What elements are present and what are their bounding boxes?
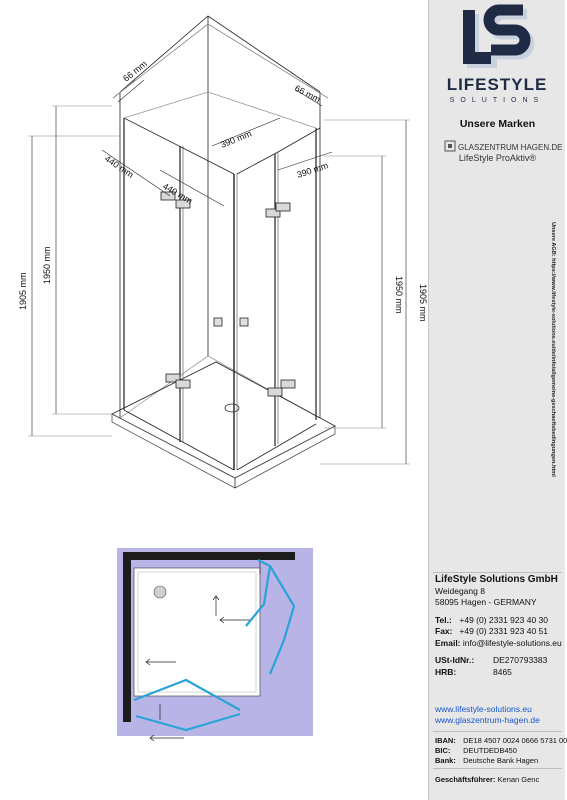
plan-door-swing-left bbox=[133, 678, 241, 711]
drain bbox=[224, 403, 240, 413]
email-label: Email: bbox=[435, 637, 461, 648]
shower-technical-drawing: 66 mm 66 mm 440 mm 440 mm 390 mm 390 mm … bbox=[18, 15, 428, 742]
bank-value: Deutsche Bank Hagen bbox=[463, 756, 539, 765]
link-glaszentrum-hagen[interactable]: www.glaszentrum-hagen.de bbox=[435, 715, 540, 725]
email-value[interactable]: info@lifestyle-solutions.eu bbox=[462, 637, 562, 648]
ceo-label: Geschäftsführer: bbox=[435, 775, 496, 784]
divider bbox=[433, 768, 562, 769]
logo-text: LIFESTYLE bbox=[447, 75, 548, 94]
logo-subtext: SOLUTIONS bbox=[450, 97, 544, 104]
dim-height-left-inner: 1950 mm bbox=[42, 246, 52, 284]
plan-wall-left bbox=[123, 552, 131, 722]
agb-vertical-text: Unsere AGB: https://www.lifestyle-soluti… bbox=[550, 222, 556, 477]
dim-right-door-top: 390 mm bbox=[219, 128, 253, 149]
bank-label: Bank: bbox=[435, 756, 456, 765]
hinge bbox=[160, 191, 176, 201]
dim-top-right-depth: 66 mm bbox=[293, 83, 322, 105]
link-lifestyle-solutions[interactable]: www.lifestyle-solutions.eu bbox=[435, 704, 532, 714]
lifestyle-logo: LIFESTYLE SOLUTIONS bbox=[429, 4, 566, 108]
web-links: www.lifestyle-solutions.eu www.glaszentr… bbox=[435, 704, 540, 726]
company-street: Weidegang 8 bbox=[435, 585, 485, 596]
company-sidebar: LIFESTYLE SOLUTIONS Unsere Marken GLASZE… bbox=[428, 0, 567, 800]
plan-tray bbox=[133, 567, 261, 697]
ceo-value: Kenan Genc bbox=[497, 775, 540, 784]
plan-drain bbox=[153, 585, 167, 599]
fax-label: Fax: bbox=[435, 626, 453, 636]
plan-view bbox=[117, 548, 313, 742]
managing-director: Geschäftsführer: Kenan Genc bbox=[435, 775, 539, 784]
company-name: LifeStyle Solutions GmbH bbox=[435, 574, 558, 585]
iban-value: DE18 4507 0024 0666 5731 00 bbox=[463, 736, 567, 745]
dim-right-door-side: 390 mm bbox=[296, 160, 330, 180]
brand-glaszentrum[interactable]: GLASZENTRUM HAGEN.DE bbox=[443, 137, 562, 155]
bic-value: DEUTDEDB450 bbox=[463, 746, 517, 755]
divider bbox=[433, 572, 562, 573]
bic-label: BIC: bbox=[435, 746, 451, 755]
brand-glaszentrum-text: GLASZENTRUM HAGEN.DE bbox=[458, 143, 562, 152]
company-city: 58095 Hagen - GERMANY bbox=[435, 597, 537, 607]
dim-height-right-inner: 1950 mm bbox=[394, 276, 404, 314]
dim-left-door-outer: 440 mm bbox=[103, 153, 136, 179]
brand-proaktiv[interactable]: LifeStyle ProAktiv® bbox=[458, 153, 537, 163]
tel-value[interactable]: +49 (0) 2331 923 40 30 bbox=[459, 614, 548, 625]
dim-height-right-outer: 1905 mm bbox=[418, 284, 428, 322]
dim-height-left-outer: 1905 mm bbox=[18, 272, 28, 310]
fax-value: +49 (0) 2331 923 40 51 bbox=[459, 626, 548, 636]
tel-label: Tel.: bbox=[435, 614, 452, 625]
bank-details: IBAN: DE18 4507 0024 0666 5731 00 BIC: D… bbox=[435, 736, 567, 766]
ust-label: USt-IdNr.: bbox=[435, 655, 475, 665]
hrb-label: HRB: bbox=[435, 666, 457, 677]
wall-outline bbox=[119, 15, 321, 93]
dim-top-left-depth: 66 mm bbox=[121, 59, 149, 84]
brands-heading: Unsere Marken bbox=[459, 118, 536, 130]
ust-value: DE270793383 bbox=[493, 655, 548, 665]
plan-wall-top bbox=[123, 552, 295, 560]
door-handle bbox=[213, 317, 223, 327]
agb-link[interactable]: Unsere AGB: https://www.lifestyle-soluti… bbox=[550, 222, 556, 477]
company-address: LifeStyle Solutions GmbH Weidegang 8 580… bbox=[435, 574, 562, 678]
plan-door-swing-right bbox=[245, 559, 272, 627]
hrb-value: 8465 bbox=[493, 666, 512, 677]
divider bbox=[433, 731, 562, 732]
iban-label: IBAN: bbox=[435, 736, 456, 745]
shower-tray bbox=[111, 361, 336, 479]
